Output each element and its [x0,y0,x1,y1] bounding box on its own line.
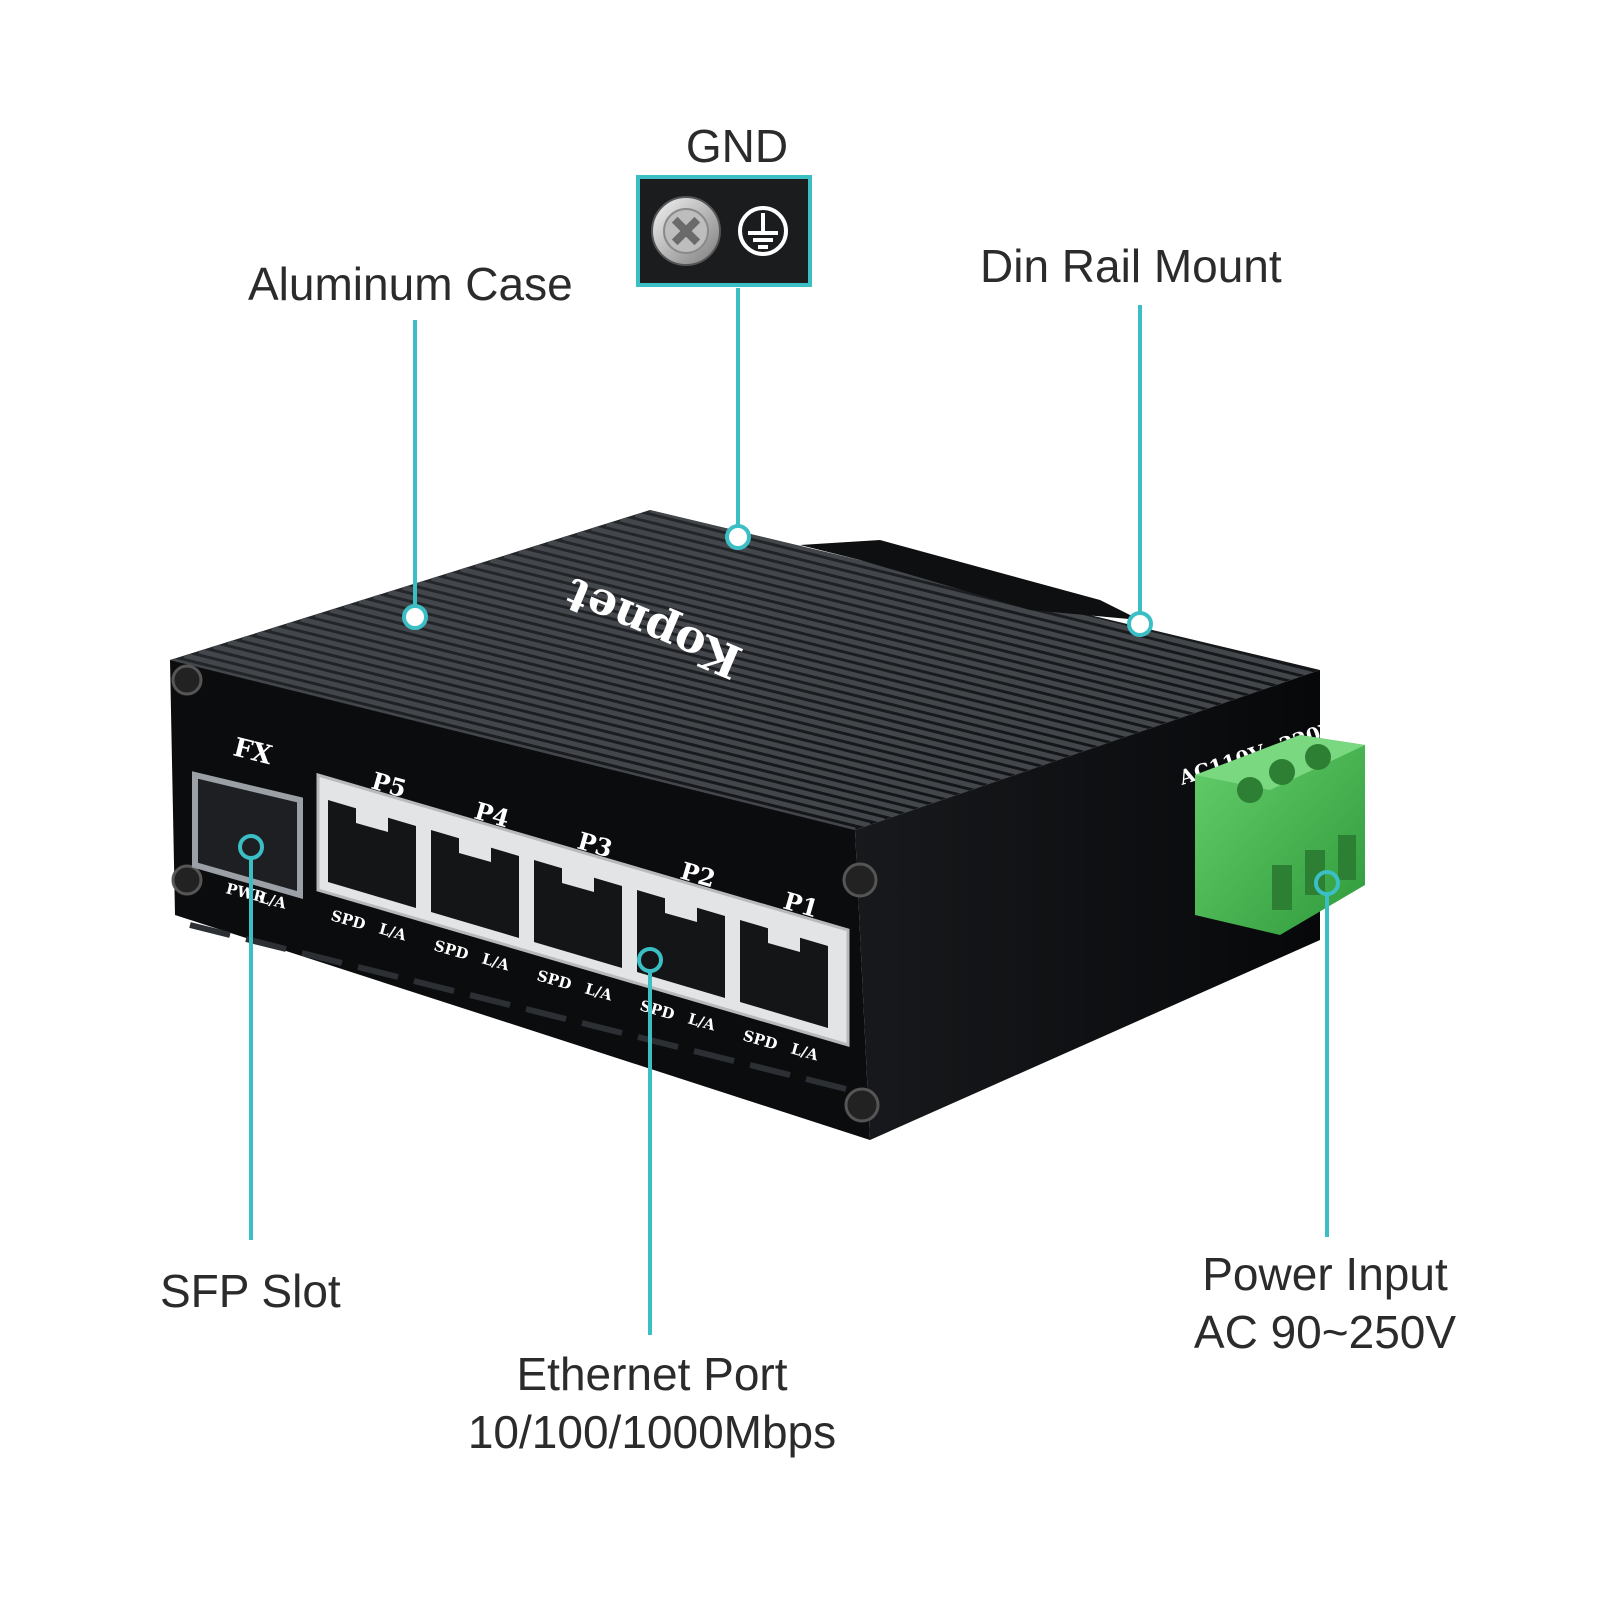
power-input-callout: Power Input AC 90~250V [1194,1245,1456,1361]
heatsink-fins [170,510,1320,830]
din-rail-leader [1127,305,1153,637]
ground-screw-icon [651,196,721,266]
gnd-leader [725,288,751,550]
ethernet-port-callout-line2: 10/100/1000Mbps [467,1406,837,1458]
ethernet-port-callout-line1: Ethernet Port [516,1348,788,1400]
sfp-slot-callout: SFP Slot [160,1265,341,1317]
din-rail-mount-callout: Din Rail Mount [980,240,1282,292]
terminal-block [1195,735,1365,935]
din-rail-bracket [800,540,1140,620]
ground-symbol-icon [738,206,788,256]
front-screws [171,664,880,1123]
gnd-inset [636,175,812,287]
gnd-callout: GND [685,120,789,172]
ethernet-port-leader [637,947,663,1335]
aluminum-case-leader [402,320,428,630]
sfp-slot-leader [238,834,264,1240]
power-input-callout-line1: Power Input [1202,1248,1448,1300]
power-input-leader [1314,870,1340,1237]
aluminum-case-callout: Aluminum Case [248,258,573,310]
power-input-callout-line2: AC 90~250V [1193,1306,1457,1358]
ethernet-port-callout: Ethernet Port 10/100/1000Mbps [468,1345,836,1461]
